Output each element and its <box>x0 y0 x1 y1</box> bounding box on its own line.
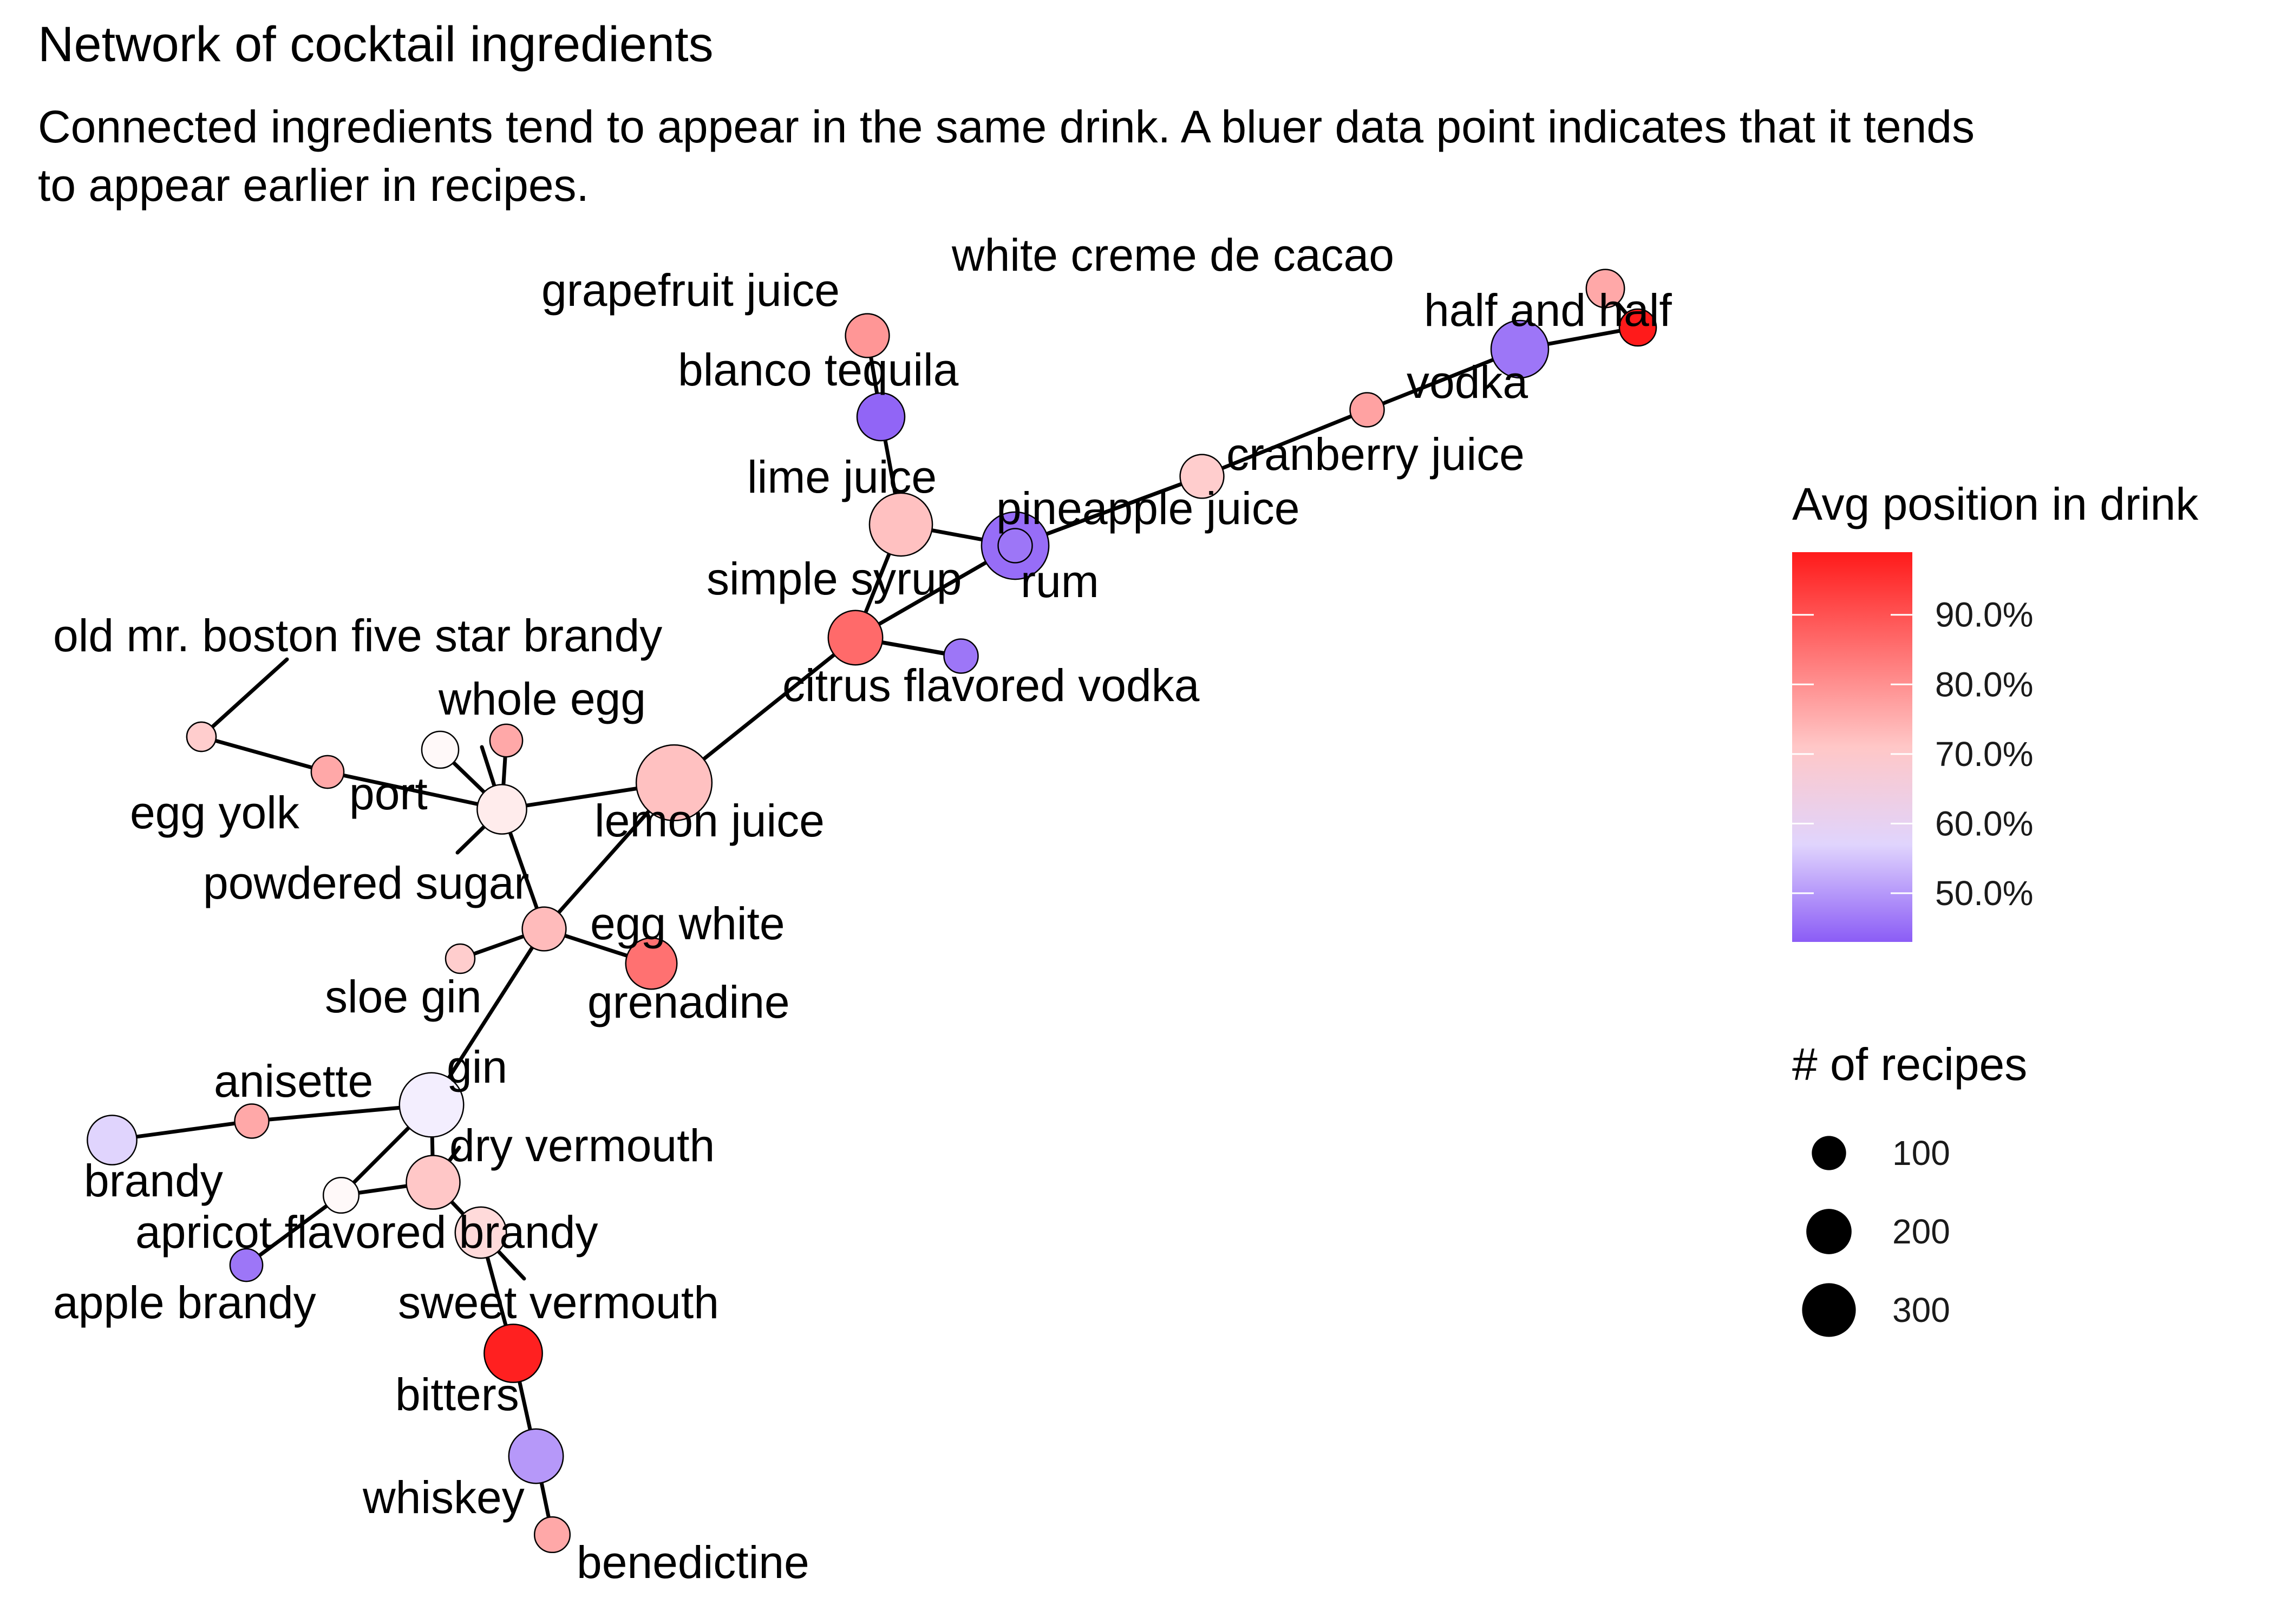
node-grenadine <box>625 937 678 990</box>
node-label-sloe-gin: sloe gin <box>325 971 482 1022</box>
size-legend-dot-2 <box>1802 1283 1856 1337</box>
node-vodka <box>1490 319 1550 379</box>
nodes-layer <box>87 269 1657 1554</box>
node-powdered-sugar <box>421 730 460 769</box>
node-apricot-flavored-brandy <box>322 1176 360 1214</box>
color-tick-label-1: 80.0% <box>1935 665 2033 704</box>
node-white-creme-de-cacao <box>1585 269 1625 309</box>
edge-27 <box>244 1193 343 1267</box>
color-tick-label-2: 70.0% <box>1935 735 2033 774</box>
node-blanco-tequila <box>856 392 906 442</box>
node-label-egg-yolk: egg yolk <box>130 787 300 838</box>
node-gin <box>398 1072 465 1138</box>
chart-title: Network of cocktail ingredients <box>38 17 714 72</box>
color-legend-ticks: 90.0% 80.0% 70.0% 60.0% 50.0% <box>1792 595 2033 913</box>
node-label-brandy: brandy <box>84 1155 223 1206</box>
node-label-vodka2: vodka <box>1407 357 1528 408</box>
edge-14 <box>325 770 504 811</box>
node-egg-yolk <box>186 721 217 752</box>
node-sweet-vermouth <box>454 1206 507 1259</box>
node-rum <box>997 528 1033 564</box>
node-anisette <box>234 1103 270 1139</box>
edge-11 <box>672 636 858 785</box>
size-legend-label-1: 200 <box>1892 1212 1950 1251</box>
size-legend-label-0: 100 <box>1892 1134 1950 1173</box>
node-benedictine <box>533 1516 571 1554</box>
size-legend-dot-0 <box>1812 1136 1846 1170</box>
node-label-grapefruit-juice: grapefruit juice <box>541 265 840 316</box>
node-port <box>310 755 345 789</box>
size-legend-label-2: 300 <box>1892 1291 1950 1330</box>
node-label-old-mr-boston-five-star-brandy: old mr. boston five star brandy <box>53 610 662 661</box>
node-label-citrus-flavored-vodka: citrus flavored vodka <box>782 660 1200 711</box>
node-label-cranberry-juice: cranberry juice <box>1226 429 1525 480</box>
node-label-apricot-flavored-brandy: apricot flavored brandy <box>135 1207 598 1258</box>
node-label-grenadine: grenadine <box>587 977 790 1027</box>
edge-stroke-0 <box>199 657 289 739</box>
node-label-egg-white: egg white <box>590 898 785 949</box>
edge-13 <box>199 735 330 774</box>
node-grapefruit-juice <box>845 313 890 358</box>
labels-layer: white creme de cacao half and half vodka cr… <box>53 230 1672 1588</box>
edge-22 <box>429 927 546 1107</box>
node-label-simple-syrup: simple syrup <box>707 553 962 604</box>
node-label-blanco-tequila: blanco tequila <box>678 344 959 395</box>
color-legend-bar <box>1792 552 1912 942</box>
size-legend: 100 200 300 <box>1802 1134 1950 1337</box>
node-bitters <box>483 1324 543 1383</box>
node-half-and-half <box>1618 308 1657 347</box>
node-simple-syrup <box>827 610 884 666</box>
size-legend-title: # of recipes <box>1792 1039 2027 1090</box>
node-label-lemon-juice: lemon juice <box>594 795 825 846</box>
chart-subtitle: Connected ingredients tend to appear in … <box>38 101 1975 211</box>
node-label-rum: rum <box>1021 556 1099 607</box>
node-label-dry-vermouth: dry vermouth <box>449 1120 715 1171</box>
node-label-powdered-sugar2: powdered sugar <box>203 857 529 908</box>
node-brandy <box>87 1115 138 1165</box>
color-tick-label-0: 90.0% <box>1935 595 2033 634</box>
edge-3 <box>1200 408 1369 479</box>
node-label-lime-juice: lime juice <box>747 451 937 502</box>
node-label-whiskey: whiskey <box>362 1472 525 1523</box>
node-lime-juice <box>868 492 933 557</box>
node-sloe-gin <box>445 943 476 974</box>
node-egg-white <box>521 906 567 952</box>
color-tick-label-4: 50.0% <box>1935 874 2033 913</box>
color-legend-title: Avg position in drink <box>1792 479 2199 529</box>
node-label-pineapple-juice: pineapple juice <box>996 483 1299 534</box>
size-legend-dot-1 <box>1806 1209 1852 1254</box>
node-lemon-juice <box>635 744 713 822</box>
node-powdered-sugar2 <box>476 784 527 835</box>
node-dry-vermouth <box>406 1155 461 1210</box>
node-label-half-and-half: half and half <box>1424 285 1672 336</box>
node-vodka2 <box>1349 392 1385 428</box>
legend: Avg position in drink 90.0% 80.0% 70.0% 60.… <box>1792 479 2199 1337</box>
node-label-whole-egg: whole egg <box>438 673 646 724</box>
node-whiskey <box>508 1428 564 1484</box>
node-label-sweet-vermouth: sweet vermouth <box>398 1277 719 1328</box>
node-label-white-creme-de-cacao: white creme de cacao <box>951 230 1394 280</box>
node-whole-egg <box>489 723 524 758</box>
node-label-gin: gin <box>447 1042 507 1092</box>
node-apple-brandy <box>229 1248 264 1282</box>
node-label-apple-brandy: apple brandy <box>53 1277 316 1328</box>
node-label-benedictine: benedictine <box>577 1537 809 1588</box>
color-tick-label-3: 60.0% <box>1935 804 2033 843</box>
node-citrus-flavored-vodka <box>943 638 979 674</box>
node-label-bitters: bitters <box>395 1369 519 1420</box>
node-label-port: port <box>349 768 428 819</box>
node-label-anisette: anisette <box>214 1056 373 1106</box>
node-cranberry-juice <box>1179 454 1225 499</box>
